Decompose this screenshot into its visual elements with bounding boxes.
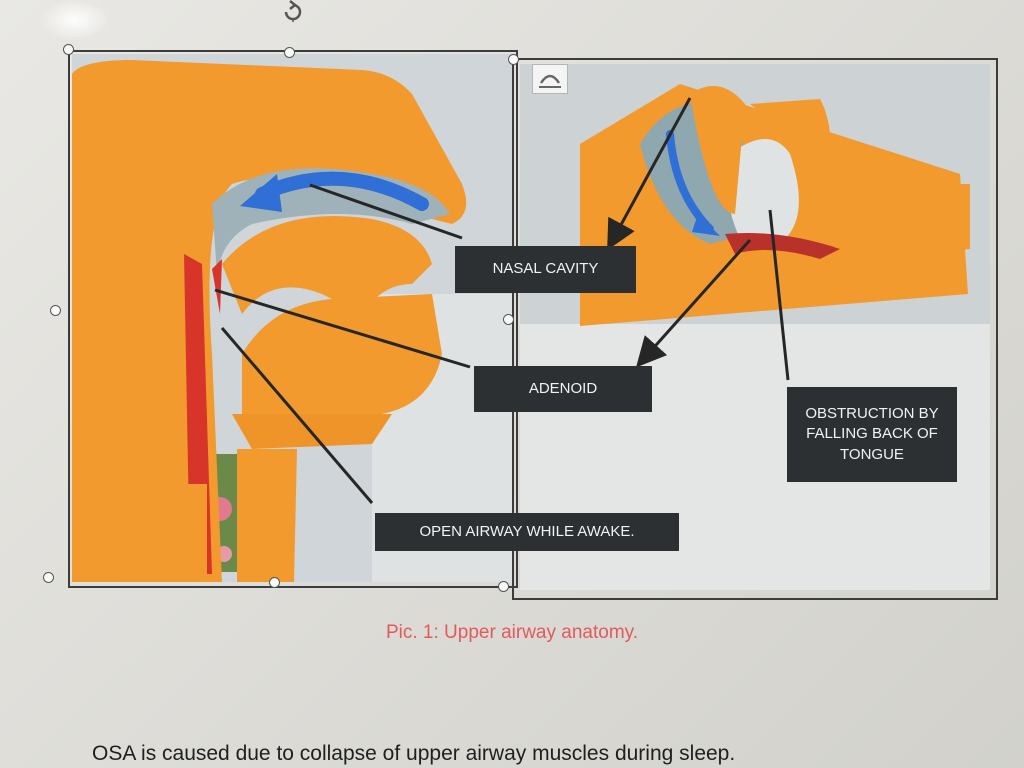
adenoid-label: ADENOID bbox=[474, 366, 652, 412]
resize-handle-bottom-right[interactable] bbox=[498, 581, 509, 592]
resize-handle-top-left[interactable] bbox=[63, 44, 74, 55]
rotate-icon[interactable] bbox=[280, 0, 306, 22]
screen-glare bbox=[40, 0, 110, 40]
resize-handle-bottom-left[interactable] bbox=[43, 572, 54, 583]
nasal-cavity-label: NASAL CAVITY bbox=[455, 246, 636, 293]
resize-handle-bottom-center[interactable] bbox=[269, 577, 280, 588]
body-paragraph: OSA is caused due to collapse of upper a… bbox=[92, 742, 736, 765]
resize-handle-middle-right[interactable] bbox=[503, 314, 514, 325]
selection-frame-left bbox=[68, 50, 518, 588]
figure-caption: Pic. 1: Upper airway anatomy. bbox=[385, 622, 639, 643]
image-border-right bbox=[512, 58, 998, 600]
resize-handle-top-center[interactable] bbox=[284, 47, 295, 58]
obstruction-label-line: FALLING BACK OF bbox=[806, 425, 938, 443]
resize-handle-top-right[interactable] bbox=[508, 54, 519, 65]
layout-options-icon[interactable] bbox=[532, 64, 568, 94]
obstruction-label-line: OBSTRUCTION BY bbox=[805, 405, 939, 423]
resize-handle-middle-left[interactable] bbox=[50, 305, 61, 316]
obstruction-label: OBSTRUCTION BY FALLING BACK OF TONGUE bbox=[787, 387, 957, 482]
obstruction-label-line: TONGUE bbox=[840, 445, 904, 463]
open-airway-label: OPEN AIRWAY WHILE AWAKE. bbox=[375, 513, 679, 551]
